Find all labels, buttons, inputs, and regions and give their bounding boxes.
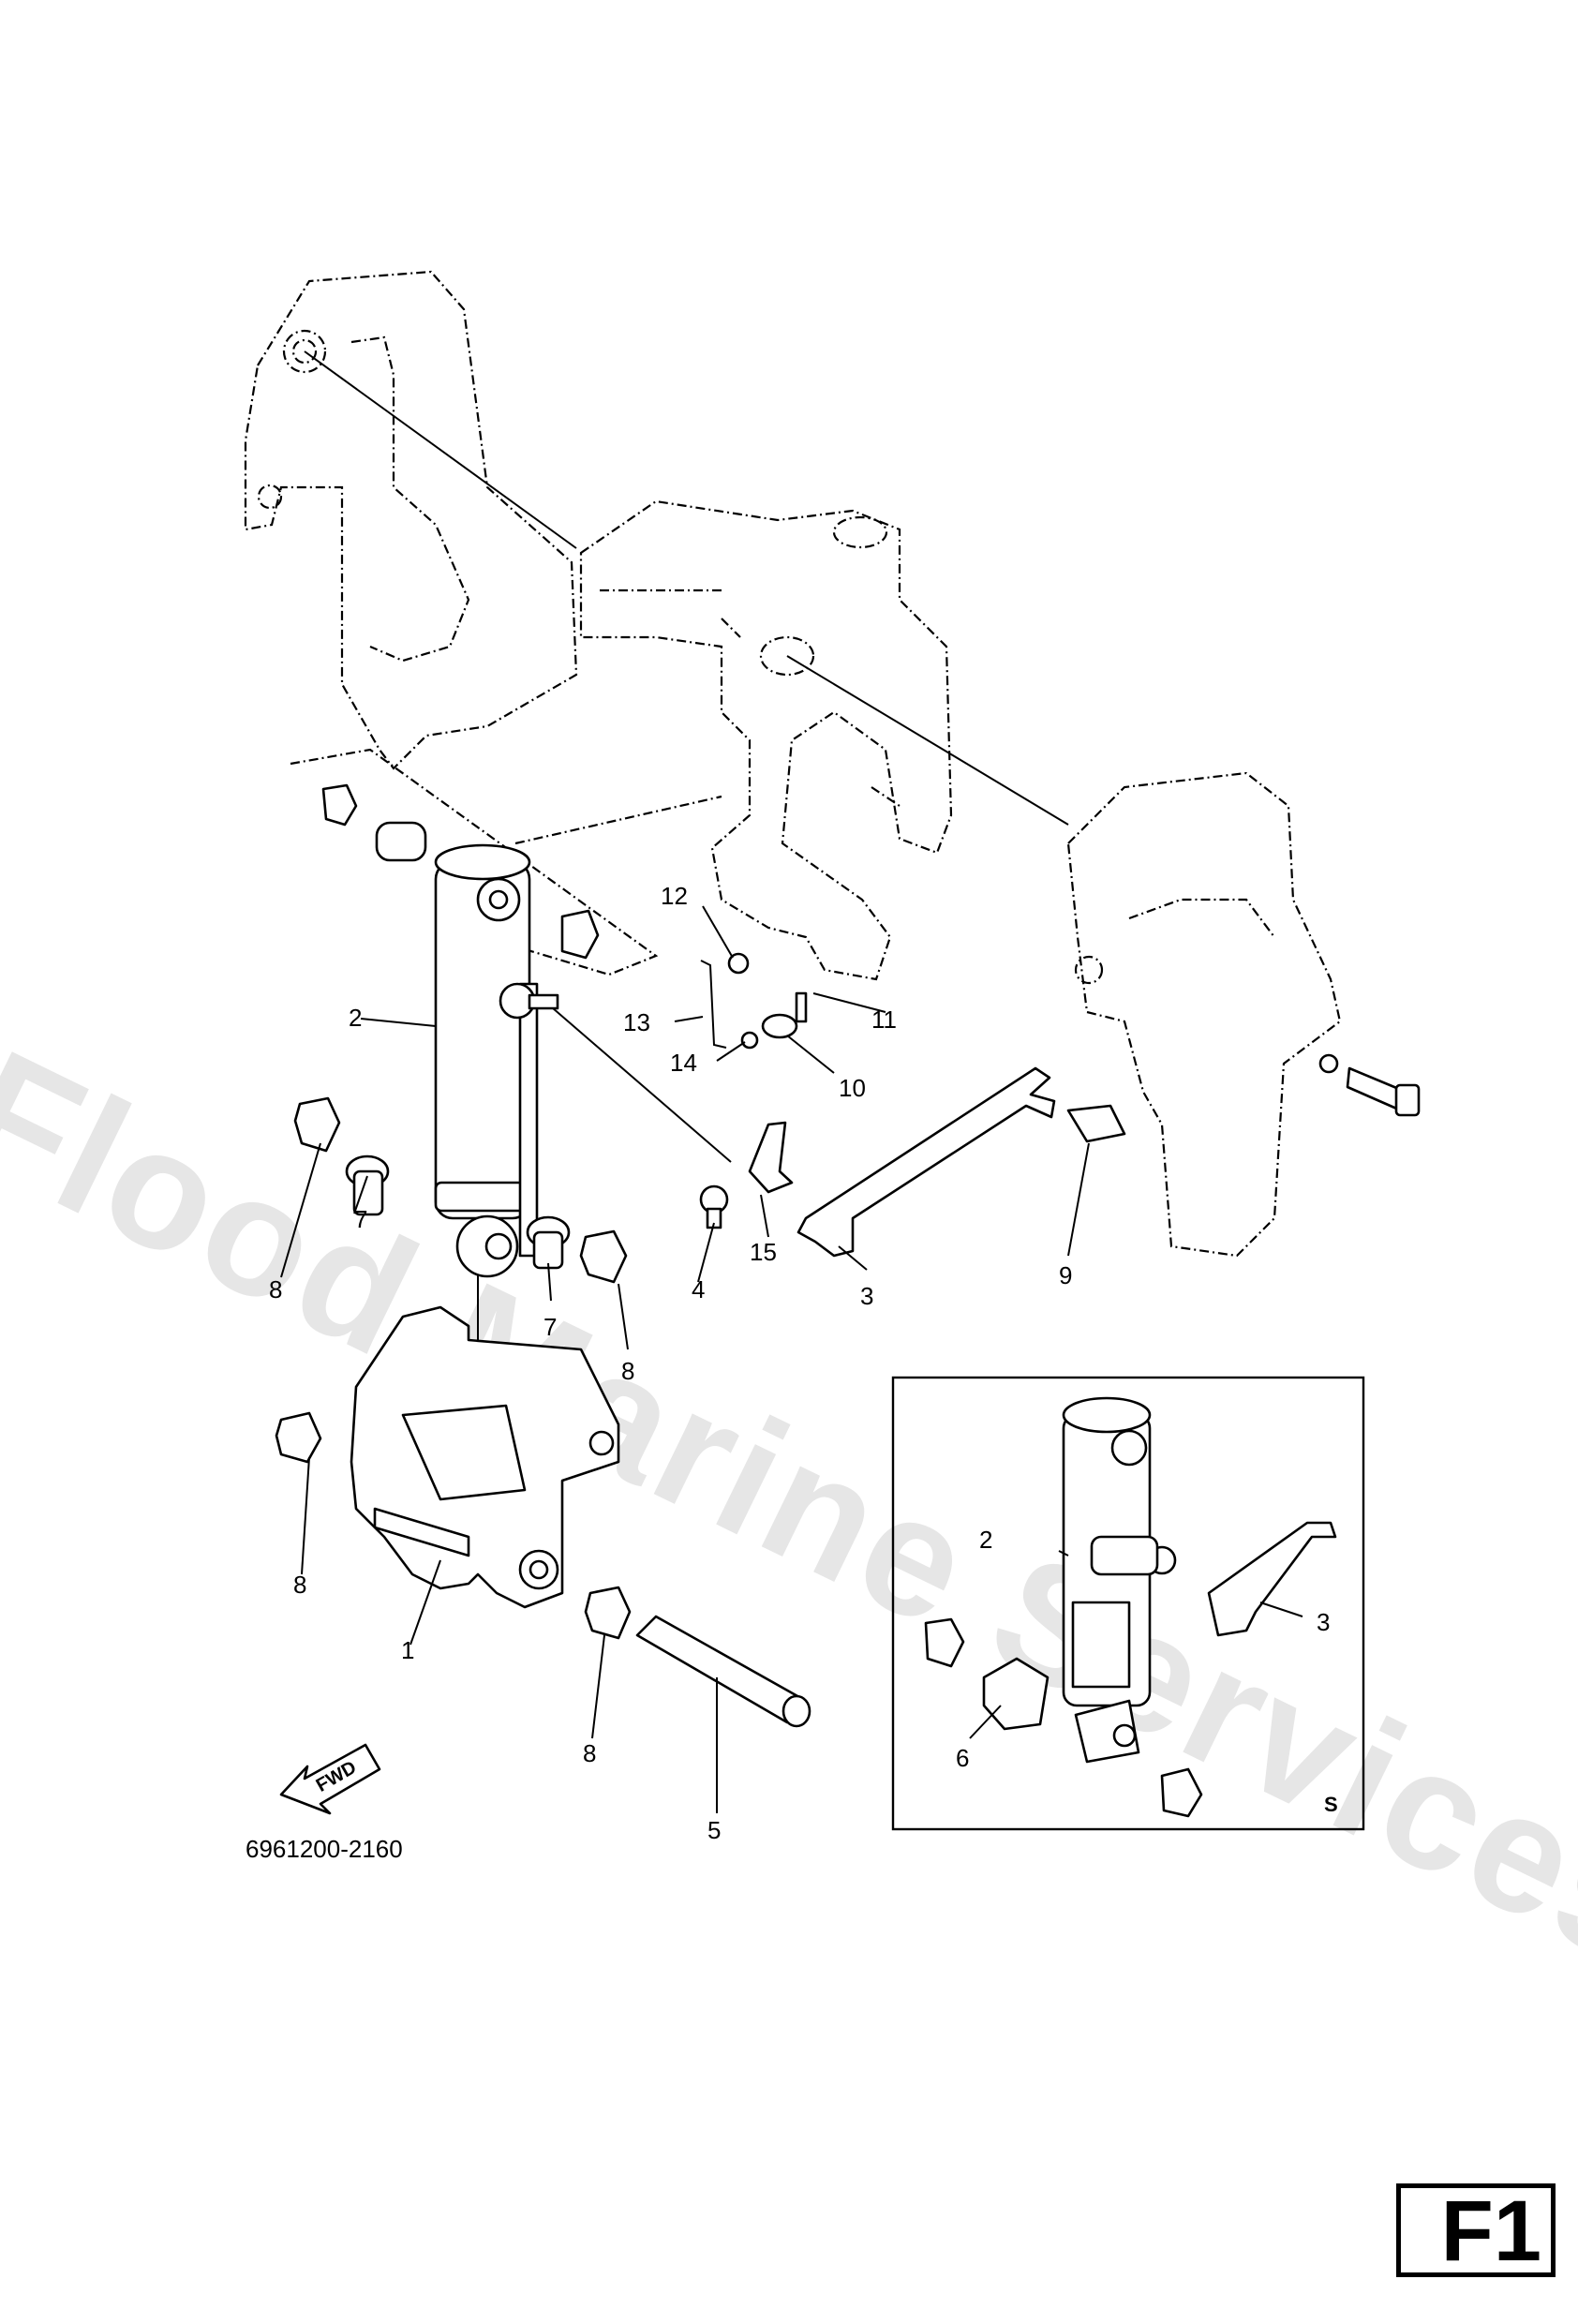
inset-callout-6: 6	[956, 1744, 969, 1772]
callout-1: 1	[401, 1636, 414, 1664]
tilt-plate	[748, 1121, 794, 1194]
callout-8a: 8	[269, 1275, 282, 1304]
grease-nipple-1	[293, 1096, 341, 1153]
callout-8b: 8	[621, 1357, 634, 1385]
callout-9: 9	[1059, 1261, 1072, 1289]
inset-nipple-2	[1160, 1767, 1203, 1818]
inset-lever	[1207, 1521, 1337, 1637]
washer	[740, 1031, 759, 1050]
stopper	[1066, 1104, 1126, 1143]
inset-callout-3: 3	[1317, 1608, 1330, 1636]
tilt-cylinder	[434, 843, 559, 1278]
bolt	[699, 1184, 729, 1229]
inset-cylinder	[1062, 1396, 1177, 1764]
callout-2: 2	[349, 1004, 362, 1032]
callout-8c: 8	[293, 1571, 306, 1599]
tilt-lever	[796, 1066, 1056, 1258]
callout-15: 15	[750, 1238, 777, 1266]
right-bracket-ghost	[1066, 771, 1342, 1258]
inset-frame	[891, 1376, 1365, 1831]
inset-nipple-1	[924, 1617, 965, 1668]
callout-11: 11	[871, 1006, 897, 1034]
bushing-left	[345, 1155, 390, 1216]
callout-4: 4	[692, 1275, 705, 1304]
callout-3: 3	[860, 1282, 873, 1310]
callout-12: 12	[661, 882, 688, 910]
inset-marker: S	[1324, 1793, 1338, 1816]
callout-14: 14	[670, 1049, 697, 1077]
bushing-right	[526, 1215, 571, 1270]
pin	[635, 1615, 811, 1728]
inset-bushing	[982, 1657, 1050, 1731]
section-label-box: F1	[1396, 2183, 1556, 2279]
bushing-upper	[375, 821, 427, 862]
callout-8d: 8	[583, 1739, 596, 1767]
grease-nipple-2	[579, 1229, 628, 1284]
callout-13: 13	[623, 1008, 650, 1036]
swivel-bracket-ghost	[579, 499, 953, 981]
grease-nipple-6	[560, 909, 600, 960]
bracket-bolt	[1318, 1053, 1421, 1117]
grease-nipple-3	[275, 1411, 322, 1464]
grease-nipple-4	[584, 1586, 632, 1640]
left-bracket-ghost	[244, 270, 578, 770]
fwd-arrow	[279, 1743, 381, 1815]
collar	[761, 1013, 798, 1039]
callout-10: 10	[839, 1074, 866, 1102]
clamp-bracket	[350, 1305, 620, 1609]
callout-5: 5	[707, 1816, 721, 1844]
callout-7b: 7	[543, 1313, 557, 1341]
section-label: F1	[1440, 2183, 1541, 2279]
clip	[727, 952, 750, 975]
spring-wire	[700, 960, 727, 1049]
pin-small	[795, 991, 808, 1023]
diagram-code: 6961200-2160	[246, 1835, 403, 1863]
callout-7a: 7	[354, 1205, 367, 1233]
grease-nipple-5	[321, 783, 358, 827]
inset-callout-2: 2	[979, 1526, 992, 1554]
